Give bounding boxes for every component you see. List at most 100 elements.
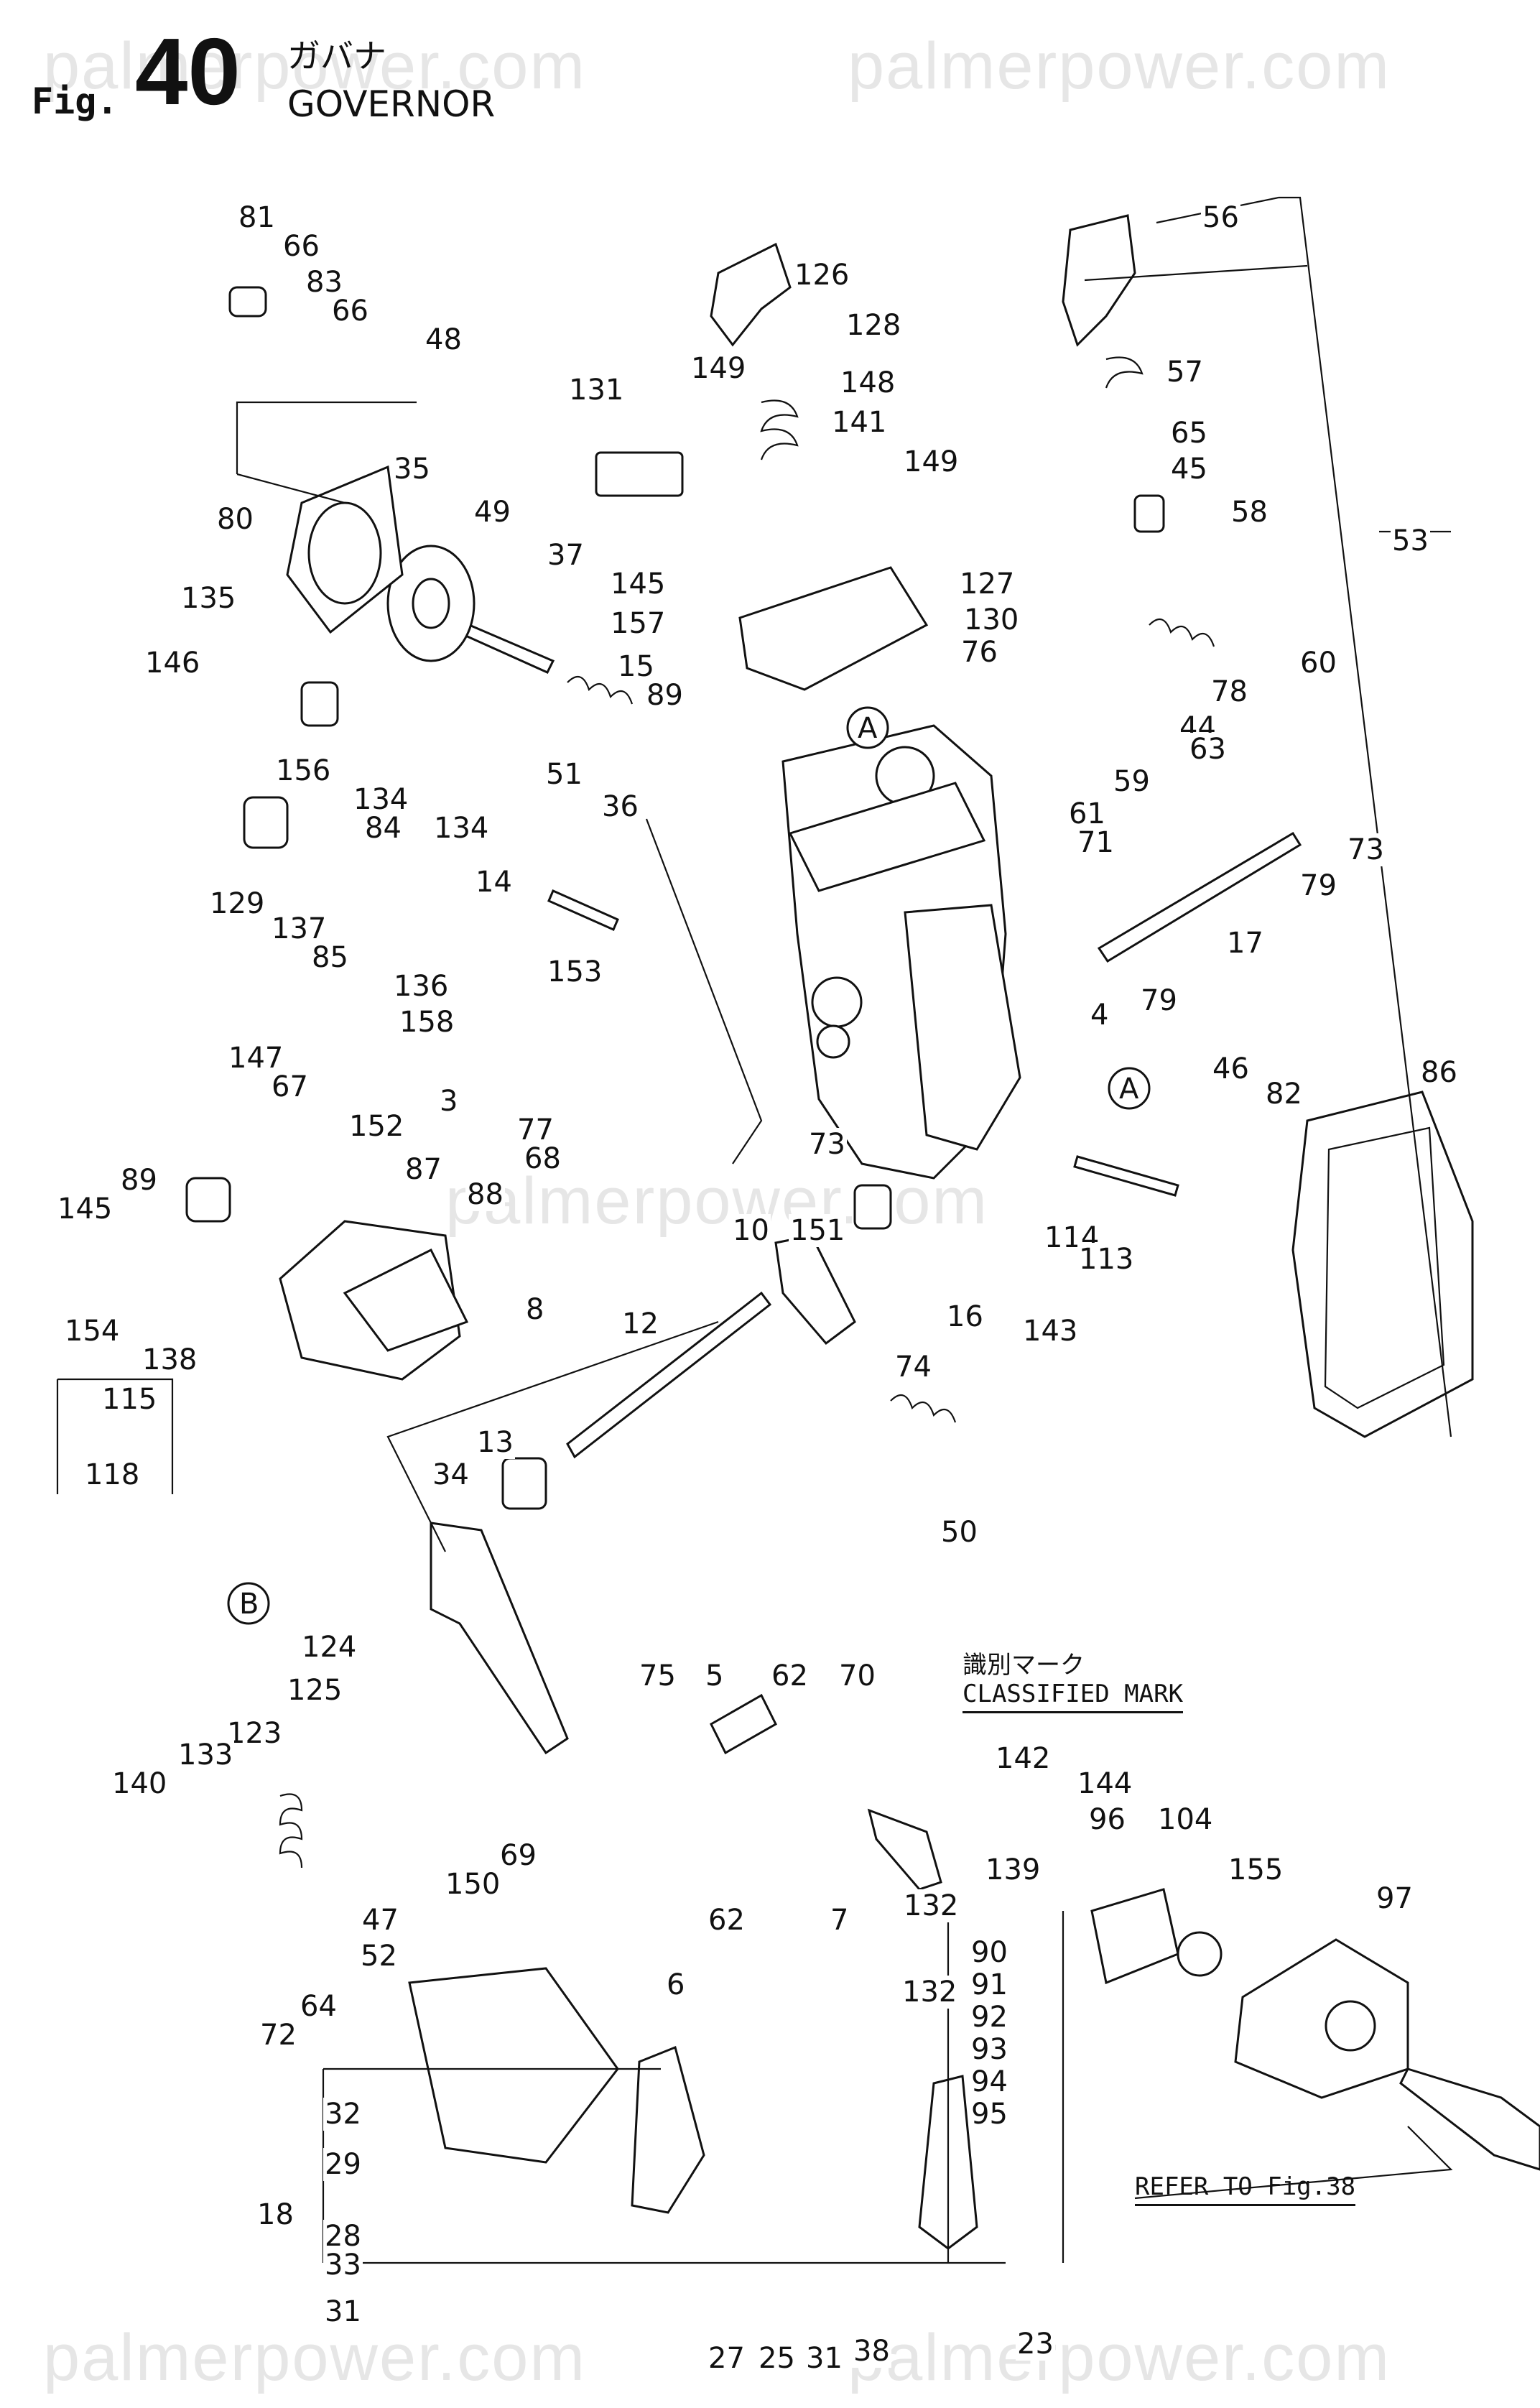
part-number-139: 139 (984, 1853, 1042, 1886)
part-number-114: 114 (1043, 1221, 1101, 1254)
lever-56 (1062, 214, 1136, 347)
part-number-66: 66 (282, 230, 321, 263)
part-number-148: 148 (839, 366, 897, 399)
part-number-136: 136 (392, 970, 450, 1003)
part-number-64: 64 (299, 1990, 338, 2023)
part-number-13: 13 (476, 1426, 515, 1459)
part-number-75: 75 (638, 1659, 677, 1692)
lever-126 (710, 242, 792, 347)
part-number-63: 63 (1188, 733, 1228, 766)
part-number-145: 145 (56, 1193, 114, 1226)
callout-b-label: B (239, 1588, 259, 1621)
link-10 (774, 1234, 856, 1346)
part-number-158: 158 (398, 1006, 456, 1039)
part-number-45: 45 (1169, 453, 1209, 486)
part-number-81: 81 (237, 201, 277, 234)
part-number-68: 68 (523, 1142, 562, 1175)
part-number-23: 23 (1016, 2328, 1055, 2361)
figure-title-japanese: ガバナ (287, 37, 386, 75)
spring-128 (760, 399, 799, 460)
part-number-53: 53 (1391, 524, 1430, 557)
part-number-67: 67 (270, 1070, 310, 1103)
part-number-37: 37 (546, 539, 585, 572)
part-number-31: 31 (804, 2342, 844, 2375)
figure-prefix: Fig. (32, 80, 119, 122)
part-number-48: 48 (424, 323, 463, 356)
part-number-151: 151 (789, 1214, 847, 1247)
classified-mark-jp: 識別マーク (962, 1651, 1085, 1680)
part-number-60: 60 (1299, 647, 1338, 680)
part-number-4: 4 (1089, 999, 1110, 1032)
part-number-89: 89 (119, 1164, 159, 1197)
part-number-145: 145 (609, 568, 667, 601)
figure-number: 40 (135, 19, 241, 124)
part-number-73: 73 (1346, 833, 1386, 866)
control-lever-7 (867, 1808, 942, 1891)
part-number-36: 36 (600, 790, 640, 823)
part-number-132: 132 (902, 1889, 960, 1922)
part-number-56: 56 (1201, 201, 1240, 234)
part-number-146: 146 (144, 647, 202, 680)
nut-81 (228, 286, 267, 318)
callout-a-top-label: A (858, 712, 878, 745)
part-number-92: 92 (970, 2001, 1009, 2034)
part-number-77: 77 (516, 1113, 555, 1147)
spring-123 (279, 1793, 303, 1868)
part-number-123: 123 (226, 1717, 284, 1750)
part-number-28: 28 (323, 2220, 363, 2253)
part-number-143: 143 (1021, 1315, 1080, 1348)
part-number-89: 89 (645, 679, 685, 712)
part-number-129: 129 (208, 887, 266, 920)
bush-16 (853, 1184, 892, 1230)
watermark-bottom-left: palmerpower.com (43, 2321, 587, 2394)
part-number-86: 86 (1419, 1056, 1459, 1089)
gasket-plate (343, 1248, 469, 1352)
part-number-62: 62 (770, 1659, 810, 1692)
callout-a-right (1108, 1067, 1151, 1110)
part-number-91: 91 (970, 1968, 1009, 2001)
refer-note: REFER TO Fig.38 (1135, 2172, 1356, 2206)
part-number-59: 59 (1112, 765, 1151, 798)
part-number-71: 71 (1076, 826, 1115, 859)
shaft-12 (566, 1291, 772, 1459)
part-number-16: 16 (945, 1300, 985, 1333)
part-number-69: 69 (498, 1839, 538, 1872)
part-number-134: 134 (352, 783, 410, 816)
callout-b (227, 1582, 270, 1625)
spring-44 (1149, 618, 1215, 647)
gasket (1291, 1090, 1474, 1438)
bracket-131 (595, 451, 684, 497)
part-number-132: 132 (901, 1976, 959, 2009)
part-number-10: 10 (731, 1214, 771, 1247)
part-number-125: 125 (286, 1674, 344, 1707)
part-number-27: 27 (707, 2342, 746, 2375)
bracket-plate (631, 2045, 705, 2214)
part-number-90: 90 (970, 1936, 1009, 1969)
callout-a-top (846, 706, 889, 749)
part-number-74: 74 (894, 1351, 933, 1384)
shaft-17 (1097, 831, 1302, 963)
watermark-top-left: palmerpower.com (43, 29, 587, 103)
part-number-8: 8 (524, 1293, 546, 1326)
part-number-6: 6 (665, 1968, 687, 2001)
part-number-128: 128 (845, 309, 903, 342)
part-number-155: 155 (1227, 1853, 1285, 1886)
part-number-149: 149 (902, 445, 960, 478)
part-number-124: 124 (300, 1631, 358, 1664)
part-number-126: 126 (793, 259, 851, 292)
part-number-138: 138 (141, 1343, 199, 1376)
part-number-96: 96 (1087, 1803, 1127, 1836)
spring-50 (890, 1394, 957, 1423)
part-number-80: 80 (215, 503, 255, 536)
part-number-153: 153 (546, 955, 604, 988)
part-number-73: 73 (807, 1128, 847, 1161)
classified-mark-en: CLASSIFIED MARK (962, 1680, 1184, 1713)
part-number-97: 97 (1375, 1882, 1414, 1915)
part-number-29: 29 (323, 2148, 363, 2181)
part-number-94: 94 (970, 2065, 1009, 2098)
part-number-33: 33 (323, 2249, 363, 2282)
watermark-middle: palmerpower.com (445, 1164, 989, 1238)
part-number-35: 35 (392, 453, 432, 486)
nut-129 (243, 796, 289, 849)
part-number-7: 7 (829, 1904, 850, 1937)
